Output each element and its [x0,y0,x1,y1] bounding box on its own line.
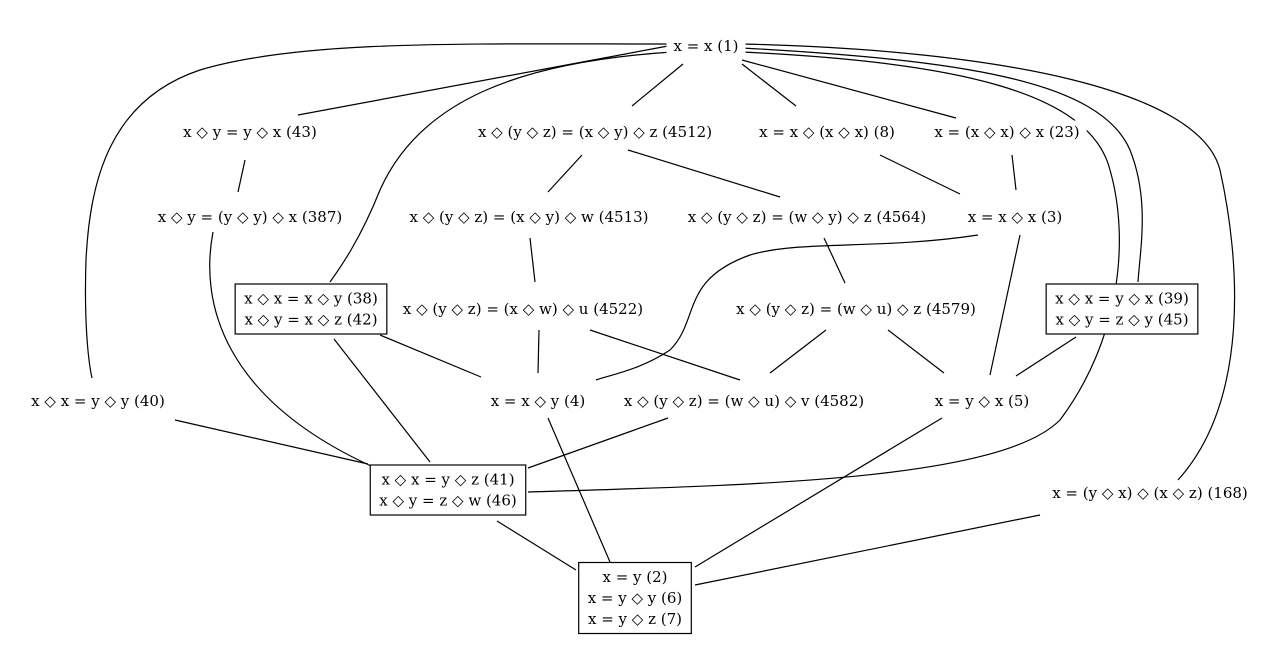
edge-168-2 [694,514,1041,586]
edge-1-39 [741,47,1143,283]
edge-40-41 [174,419,369,465]
node-eq4512: x ◇ (y ◇ z) = (x ◇ y) ◇ z (4512) [470,120,720,144]
equation-label: x ◇ y = z ◇ y (45) [1055,311,1188,329]
edge-38-4 [379,334,482,378]
node-eq38-42: x ◇ x = x ◇ y (38) x ◇ y = x ◇ z (42) [234,283,388,335]
edge-4579-4582 [769,329,827,374]
node-eq4: x = x ◇ y (4) [483,389,593,413]
label-backing [402,205,656,229]
edge-23-3 [1011,154,1017,191]
label-backing [960,205,1070,229]
equation-label: x = y (2) [602,568,667,586]
label-backing [927,389,1037,413]
equation-label: x = x ◇ y (4) [491,392,586,410]
equation-label: x ◇ (y ◇ z) = (w ◇ u) ◇ z (4579) [736,300,976,318]
equation-label: x ◇ x = y ◇ y (40) [31,392,165,410]
edge-4522-4 [537,329,540,374]
edge-1-8 [741,63,797,107]
edge-4-2 [547,417,611,563]
equation-label: x = (y ◇ x) ◇ (x ◇ z) (168) [1052,484,1248,502]
equation-label: x = x ◇ (x ◇ x) (8) [759,123,895,141]
node-eq4522: x ◇ (y ◇ z) = (x ◇ w) ◇ u (4522) [395,297,651,321]
edge-4522-4582 [589,329,741,381]
node-eq4513: x ◇ (y ◇ z) = (x ◇ y) ◇ w (4513) [402,205,656,229]
node-eq40: x ◇ x = y ◇ y (40) [24,389,172,413]
equation-label: x ◇ y = z ◇ w (46) [379,492,516,510]
node-eq4564: x ◇ (y ◇ z) = (w ◇ y) ◇ z (4564) [680,205,934,229]
node-eq168: x = (y ◇ x) ◇ (x ◇ z) (168) [1045,481,1255,505]
label-backing [24,389,172,413]
label-backing [927,120,1087,144]
label-backing [470,120,720,144]
equation-label: x = x (1) [673,37,738,55]
label-backing [680,205,934,229]
edge-4582-41 [527,417,669,469]
equation-label: x ◇ x = y ◇ x (39) [1055,290,1189,308]
node-eq4582: x ◇ (y ◇ z) = (w ◇ u) ◇ v (4582) [616,389,872,413]
equation-label: x ◇ (y ◇ z) = (x ◇ y) ◇ w (4513) [409,208,648,226]
edge-43-387 [237,159,246,193]
equation-label: x ◇ x = x ◇ y (38) [244,290,378,308]
equation-group-box [1045,283,1199,335]
equation-label: x ◇ y = y ◇ x (43) [183,123,317,141]
equation-label: x ◇ y = (y ◇ y) ◇ x (387) [158,208,342,226]
label-backing [176,120,324,144]
equation-label: x = x ◇ x (3) [968,208,1063,226]
label-backing [752,120,902,144]
edge-1-40 [84,43,669,379]
equation-label: x ◇ y = x ◇ z (42) [244,311,377,329]
label-backing [483,389,593,413]
edge-4512-4564 [627,149,781,198]
label-backing [729,297,983,321]
node-eq41-46: x ◇ x = y ◇ z (41) x ◇ y = z ◇ w (46) [369,464,527,516]
edge-39-5 [1015,336,1077,377]
node-eq23: x = (x ◇ x) ◇ x (23) [927,120,1087,144]
node-eq1: x = x (1) [666,34,746,58]
equation-label: x ◇ x = y ◇ z (41) [381,471,514,489]
edge-4513-4522 [529,237,536,283]
edges-layer [84,43,1236,586]
edge-4512-4513 [547,154,583,193]
edge-1-38 [329,51,673,283]
node-eq43: x ◇ y = y ◇ x (43) [176,120,324,144]
equation-group-box [578,561,692,635]
label-backing [395,297,651,321]
edge-1-43 [297,45,669,116]
edge-1-168 [741,43,1236,481]
edge-38-41 [333,338,431,463]
nodes-layer: x = x (1) x ◇ y = y ◇ x (43) x ◇ (y ◇ z)… [24,34,1255,635]
equation-label: x = (x ◇ x) ◇ x (23) [934,123,1079,141]
edge-1-41 [527,51,1120,493]
equation-label: x = y ◇ z (7) [588,610,682,628]
equation-group-box [234,283,388,335]
node-eq387: x ◇ y = (y ◇ y) ◇ x (387) [150,205,350,229]
label-backing [666,34,746,58]
node-eq4579: x ◇ (y ◇ z) = (w ◇ u) ◇ z (4579) [729,297,983,321]
equation-label: x ◇ (y ◇ z) = (w ◇ u) ◇ v (4582) [624,392,864,410]
equation-label: x = y ◇ x (5) [935,392,1030,410]
equation-label: x ◇ (y ◇ z) = (x ◇ y) ◇ z (4512) [478,123,712,141]
label-backing [616,389,872,413]
edge-1-23 [741,59,957,119]
edge-4579-5 [887,329,945,374]
node-eq8: x = x ◇ (x ◇ x) (8) [752,120,902,144]
node-eq5: x = y ◇ x (5) [927,389,1037,413]
node-eq3: x = x ◇ x (3) [960,205,1070,229]
edge-41-2 [496,520,577,571]
node-eq2-6-7: x = y (2) x = y ◇ y (6) x = y ◇ z (7) [578,561,692,635]
label-backing [1045,481,1255,505]
node-eq39-45: x ◇ x = y ◇ x (39) x ◇ y = z ◇ y (45) [1045,283,1199,335]
edge-1-4512 [631,63,684,107]
equation-label: x ◇ (y ◇ z) = (x ◇ w) ◇ u (4522) [403,300,643,318]
label-backing [150,205,350,229]
equation-label: x = y ◇ y (6) [588,589,683,607]
edge-5-2 [694,417,943,568]
edge-3-4 [595,234,979,381]
edge-8-3 [879,154,961,195]
edge-3-5 [989,234,1021,376]
edge-387-41 [209,231,381,471]
equation-group-box [369,464,527,516]
equation-label: x ◇ (y ◇ z) = (w ◇ y) ◇ z (4564) [688,208,927,226]
